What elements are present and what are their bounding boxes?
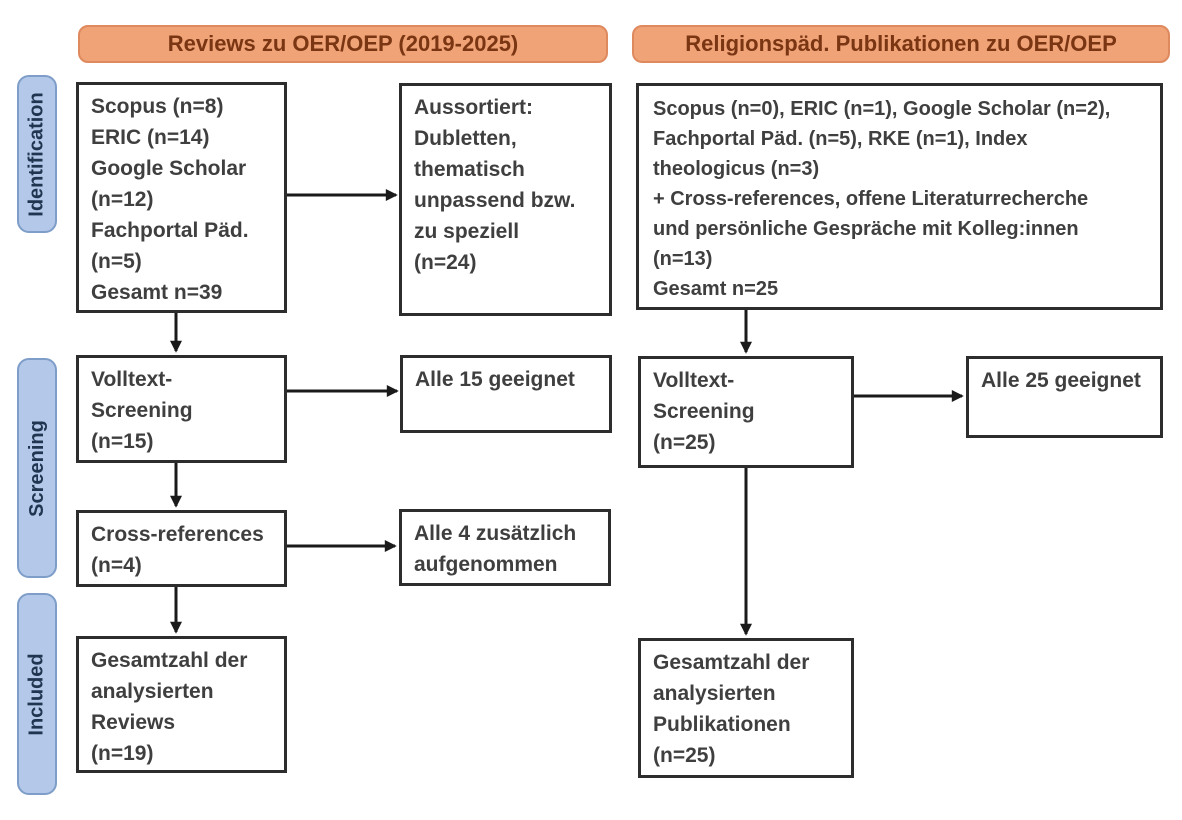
box-reviews-crossreferences-result: Alle 4 zusätzlich aufgenommen	[399, 509, 611, 586]
box-publications-included: Gesamtzahl der analysierten Publikatione…	[638, 638, 854, 778]
box-reviews-included: Gesamtzahl der analysierten Reviews (n=1…	[76, 636, 287, 773]
box-reviews-fulltext-result: Alle 15 geeignet	[400, 355, 612, 433]
box-reviews-excluded: Aussortiert: Dubletten, thematisch unpas…	[399, 83, 612, 316]
stage-label-screening-text: Screening	[25, 419, 48, 517]
stage-label-identification: Identification	[17, 75, 57, 233]
stage-label-included: Included	[17, 593, 57, 795]
column-header-publications: Religionspäd. Publikationen zu OER/OEP	[632, 25, 1170, 63]
box-reviews-crossreferences: Cross-references (n=4)	[76, 510, 287, 587]
column-header-reviews: Reviews zu OER/OEP (2019-2025)	[78, 25, 608, 63]
box-publications-fulltext-result: Alle 25 geeignet	[966, 356, 1163, 438]
box-publications-fulltext-screening: Volltext- Screening (n=25)	[638, 356, 854, 468]
stage-label-included-text: Included	[25, 652, 48, 736]
box-reviews-fulltext-screening: Volltext- Screening (n=15)	[76, 355, 287, 463]
box-publications-identification: Scopus (n=0), ERIC (n=1), Google Scholar…	[636, 83, 1163, 310]
box-reviews-identification: Scopus (n=8) ERIC (n=14) Google Scholar …	[76, 82, 287, 313]
stage-label-screening: Screening	[17, 358, 57, 578]
stage-label-identification-text: Identification	[25, 91, 48, 217]
